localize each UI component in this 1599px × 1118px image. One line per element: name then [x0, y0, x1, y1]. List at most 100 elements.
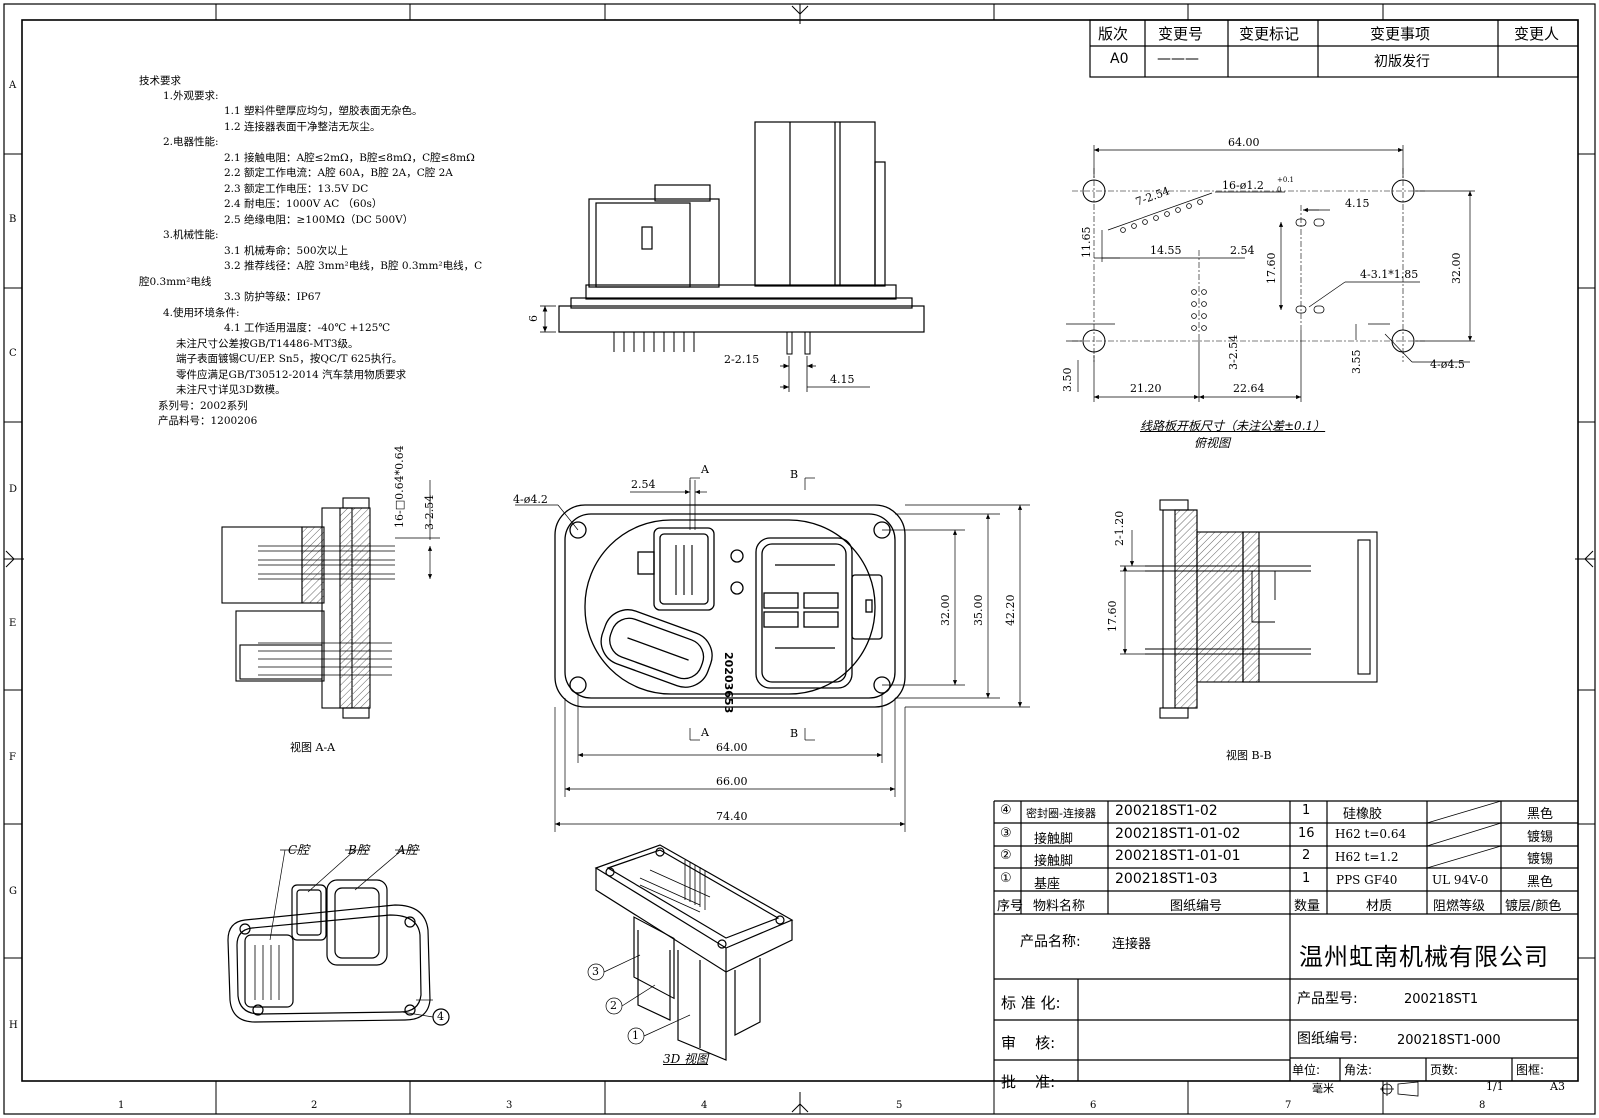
dim-aa-3-254: 3-2.54 [423, 494, 436, 530]
projection-label: 角法: [1344, 1063, 1373, 1077]
rev-change-item: 初版发行 [1374, 54, 1430, 70]
col-label-3: 3 [506, 1100, 513, 1111]
balloon-1: 1 [632, 1029, 639, 1042]
bom-row-finish: 黑色 [1527, 875, 1554, 890]
section-mark-a-top: A [701, 463, 709, 476]
unit-label: 单位: [1292, 1063, 1321, 1077]
section-view-aa [221, 480, 440, 719]
bom-row-qty: 1 [1302, 871, 1311, 886]
approve-label: 批 准: [1001, 1073, 1056, 1091]
col-label-2: 2 [311, 1100, 318, 1111]
dim-front-66: 66.00 [716, 775, 748, 788]
col-label-6: 6 [1090, 1100, 1097, 1111]
a-cavity-label: A腔 [397, 843, 418, 857]
row-label-d: D [9, 484, 18, 495]
dim-front-64: 64.00 [716, 741, 748, 754]
pcb-layout-view [1066, 145, 1475, 402]
req-line: 2.3 额定工作电压：13.5V DC [224, 183, 369, 195]
bom-row-finish: 黑色 [1527, 807, 1554, 822]
dim-side-6: 6 [527, 315, 540, 322]
pages-value: 1/1 [1486, 1080, 1504, 1093]
bom-row-drawing: 200218ST1-02 [1115, 803, 1218, 819]
dim-pcb-350: 3.50 [1061, 367, 1074, 393]
dim-pcb-2120: 21.20 [1130, 382, 1162, 395]
section-mark-b-bottom: B [790, 727, 799, 740]
bom-row-drawing: 200218ST1-01-01 [1115, 848, 1241, 864]
row-label-c: C [9, 348, 17, 359]
rev-header-change-mark: 变更标记 [1239, 25, 1300, 43]
dim-pcb-4-45: 4-ø4.5 [1430, 358, 1465, 371]
part-number-mark: 20203653 [722, 652, 735, 714]
req-line: 3.1 机械寿命：500次以上 [224, 245, 349, 257]
front-view-dimensions [515, 477, 1030, 832]
dim-side-2-215: 2-2.15 [724, 353, 760, 366]
req-line: 零件应满足GB/T30512-2014 汽车禁用物质要求 [176, 369, 407, 381]
c-cavity-label: C腔 [288, 843, 310, 857]
bom-row-material: PPS GF40 [1336, 873, 1398, 887]
centering-marks [4, 4, 1595, 1114]
bom-row-no: ① [1000, 871, 1012, 886]
dim-pcb-3200: 32.00 [1450, 252, 1463, 285]
dim-front-7440: 74.40 [716, 810, 748, 823]
balloon-2: 2 [610, 999, 617, 1012]
row-label-g: G [9, 886, 17, 897]
req-line: 3.2 推荐线径：A腔 3mm²电线，B腔 0.3mm²电线，C [224, 260, 483, 272]
bom-table-grid [993, 800, 1578, 1081]
dim-pcb-1760: 17.60 [1265, 252, 1278, 285]
dim-bb-2-120: 2-1.20 [1113, 510, 1126, 546]
dim-front-35: 35.00 [972, 594, 985, 627]
req-line: 2.1 接触电阻：A腔≤2mΩ，B腔≤8mΩ，C腔≤8mΩ [224, 152, 475, 164]
col-label-5: 5 [896, 1100, 903, 1111]
model-label: 产品型号: [1297, 991, 1358, 1007]
pcb-caption: 线路板开板尺寸（未注公差±0.1） [1140, 419, 1326, 433]
bom-row-name: 基座 [1034, 877, 1061, 892]
product-name-label: 产品名称: [1020, 934, 1081, 950]
side-elevation-view [540, 121, 925, 392]
dim-bb-1760: 17.60 [1106, 600, 1119, 633]
bom-header-finish: 镀层/颜色 [1505, 899, 1562, 914]
dim-pcb-355: 3.55 [1350, 349, 1363, 375]
bom-header-qty: 数量 [1294, 899, 1321, 914]
rev-change-no: ——— [1157, 51, 1199, 67]
bom-row-name: 接触脚 [1034, 832, 1074, 847]
unit-value: 毫米 [1312, 1082, 1334, 1095]
frame-label: 图框: [1516, 1063, 1545, 1077]
section-mark-b-top: B [790, 468, 799, 481]
rev-header-version: 版次 [1098, 25, 1129, 43]
bom-row-qty: 2 [1302, 848, 1311, 863]
col-label-8: 8 [1479, 1100, 1486, 1111]
section-view-bb [1120, 499, 1378, 719]
bom-row-name: 接触脚 [1034, 854, 1074, 869]
rev-version: A0 [1110, 51, 1129, 67]
isometric-3d-view [587, 844, 794, 1061]
dim-front-4-42: 4-ø4.2 [513, 493, 548, 506]
dim-aa-16sq: 16-□0.64*0.64 [393, 445, 406, 528]
bom-header-name: 物料名称 [1033, 899, 1086, 914]
bom-row-no: ④ [1000, 803, 1012, 818]
dim-pcb-2264: 22.64 [1233, 382, 1265, 395]
bom-header-grade: 阻燃等级 [1433, 899, 1486, 914]
req-line: 未注尺寸公差按GB/T14486-MT3级。 [176, 338, 359, 350]
bom-row-grade: UL 94V-0 [1432, 873, 1489, 887]
bom-row-material: H62 t=1.2 [1335, 850, 1399, 864]
rev-header-change-no: 变更号 [1158, 25, 1204, 43]
req-line: 1.外观要求: [163, 90, 219, 102]
view-aa-caption: 视图 A-A [290, 741, 336, 754]
req-line: 4.1 工作适用温度：-40℃ +125℃ [224, 322, 391, 334]
dim-pcb-16-tol2: 0 [1277, 186, 1282, 194]
req-line: 2.2 额定工作电流：A腔 60A，B腔 2A，C腔 2A [224, 167, 453, 179]
drawing-no-value: 200218ST1-000 [1397, 1033, 1501, 1048]
dim-front-32: 32.00 [939, 594, 952, 627]
col-label-7: 7 [1285, 1100, 1292, 1111]
dim-pcb-4-31: 4-3.1*1.85 [1360, 268, 1419, 281]
company-name: 温州虹南机械有限公司 [1299, 943, 1549, 971]
dim-pcb-254: 2.54 [1230, 244, 1255, 257]
req-line: 未注尺寸详见3D数模。 [176, 384, 286, 396]
rev-header-changer: 变更人 [1514, 25, 1560, 43]
bom-row-name: 密封圈-连接器 [1026, 807, 1096, 820]
bom-row-material: 硅橡胶 [1343, 807, 1383, 822]
bom-header-no: 序号 [997, 899, 1024, 914]
dim-front-254: 2.54 [631, 478, 656, 491]
req-line: 腔0.3mm²电线 [139, 276, 212, 288]
